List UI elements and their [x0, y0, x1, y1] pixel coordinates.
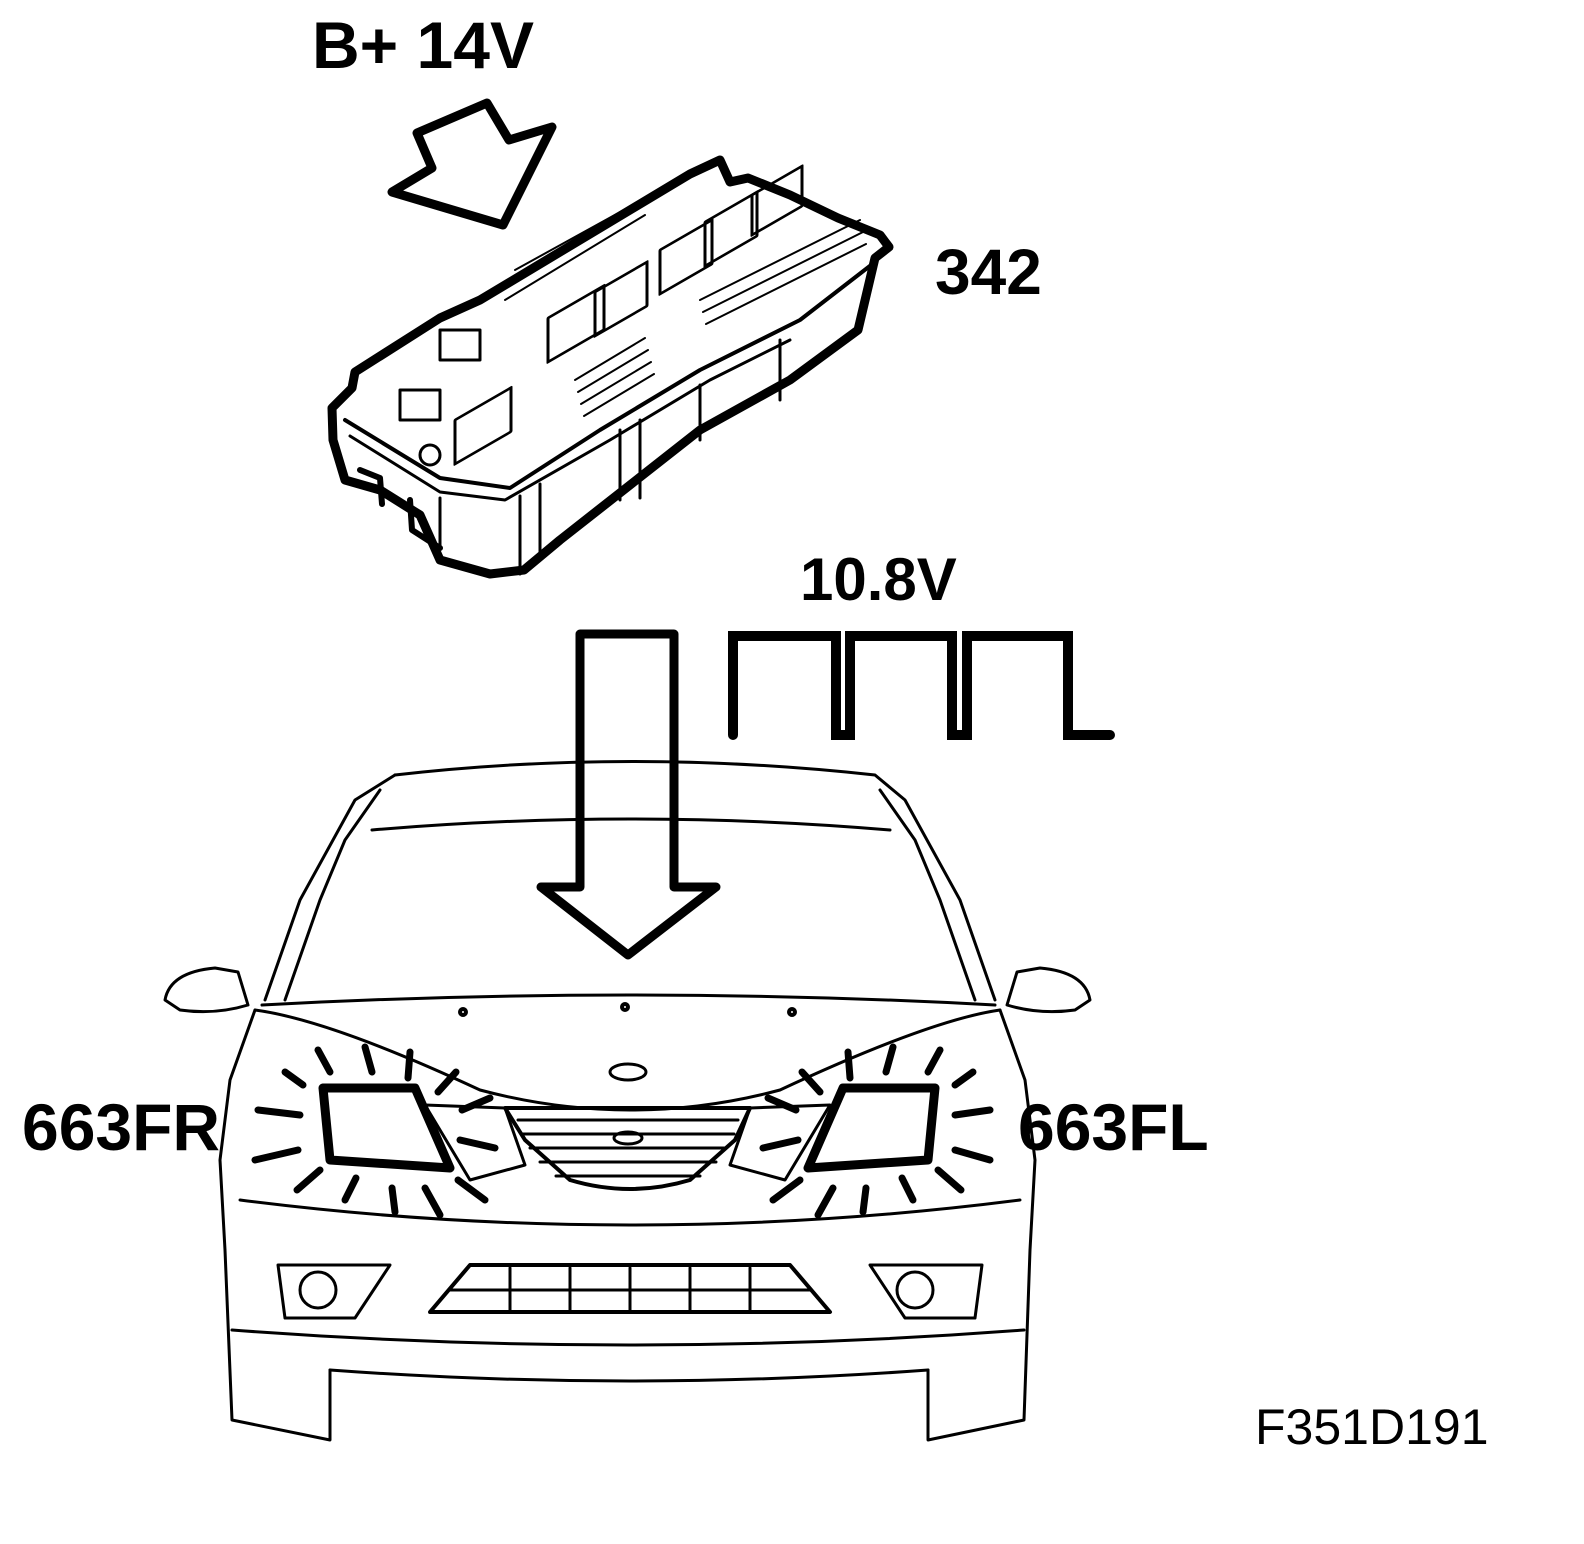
- headlamp-left-glow-icon: [759, 1043, 994, 1219]
- fuse-relay-box: [327, 155, 894, 579]
- output-arrow-icon: [536, 629, 721, 960]
- input-arrow-icon: [387, 98, 557, 230]
- headlamp-right-label: 663FR: [22, 1090, 221, 1164]
- headlamp-left: [759, 1043, 994, 1219]
- pwm-voltage-label: 10.8V: [800, 546, 957, 613]
- vehicle-front-view: [163, 760, 1092, 1442]
- pwm-signal-icon: [728, 631, 1115, 740]
- supply-voltage-label: B+ 14V: [312, 8, 534, 82]
- fuse-box-label: 342: [935, 236, 1042, 308]
- figure-id-label: F351D191: [1255, 1399, 1489, 1455]
- headlamp-right-glow-icon: [251, 1043, 499, 1219]
- headlamp-left-label: 663FL: [1018, 1090, 1209, 1164]
- headlamp-right: [251, 1043, 499, 1219]
